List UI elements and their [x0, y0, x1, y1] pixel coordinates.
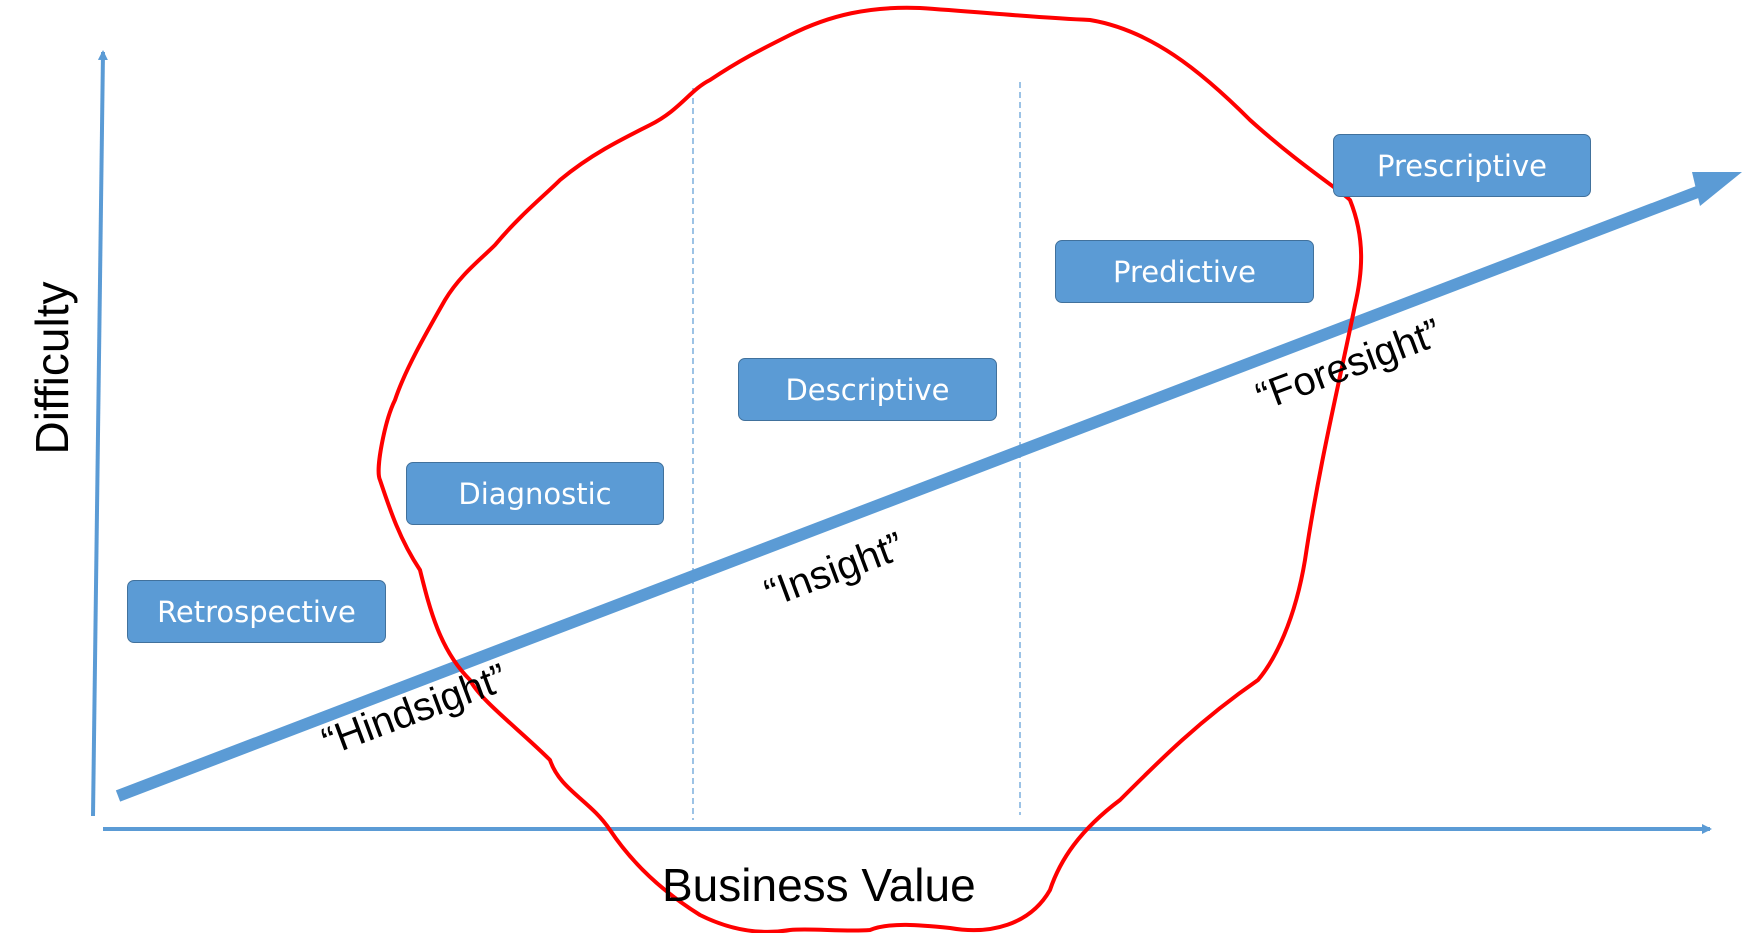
- stage-retrospective: Retrospective: [127, 580, 386, 643]
- stage-descriptive: Descriptive: [738, 358, 997, 421]
- stage-prescriptive: Prescriptive: [1333, 134, 1591, 197]
- trend-arrow-head: [1692, 172, 1742, 206]
- annotation-circle: [376, 5, 1364, 933]
- x-axis-label: Business Value: [662, 859, 976, 911]
- stage-diagnostic: Diagnostic: [406, 462, 664, 525]
- trend-arrow-shaft: [115, 185, 1703, 802]
- y-axis-label: Difficulty: [26, 281, 78, 455]
- stage-predictive: Predictive: [1055, 240, 1314, 303]
- y-axis: [91, 50, 108, 817]
